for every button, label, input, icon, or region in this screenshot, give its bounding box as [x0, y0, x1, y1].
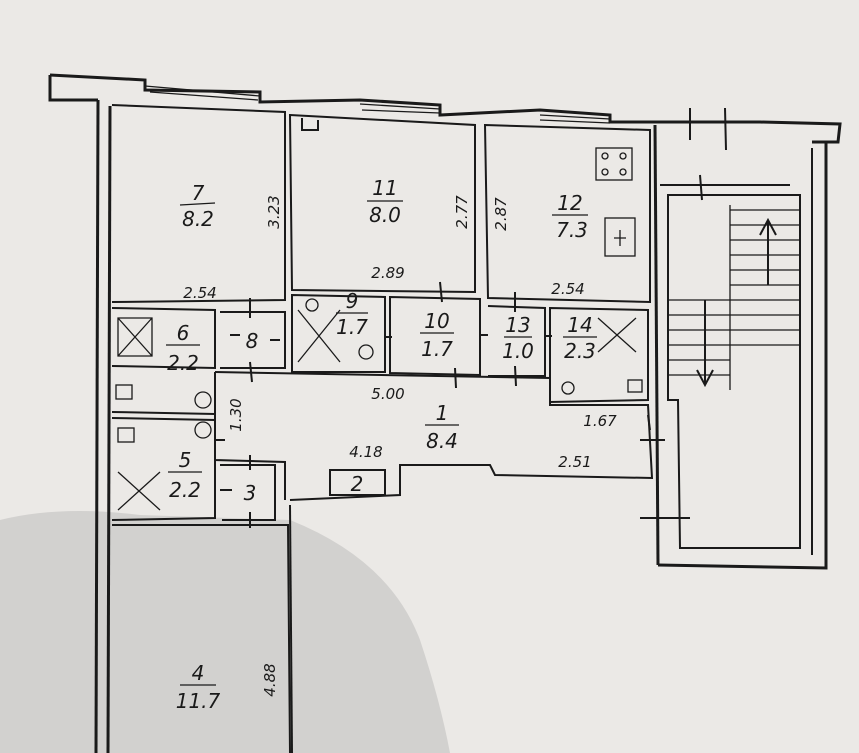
- paper-shadow: [0, 511, 450, 753]
- door-marks: [215, 107, 790, 528]
- room-label-14: 14 2.3: [563, 313, 597, 363]
- dimension-label: 2.54: [183, 284, 216, 302]
- dimension-label: 3.23: [265, 195, 283, 228]
- room-area: 8.4: [426, 429, 458, 453]
- room-label-10: 10 1.7: [420, 309, 454, 361]
- toilet-icon: [115, 384, 212, 443]
- dimension-label: 2.77: [453, 195, 471, 229]
- room-number: 4: [192, 661, 205, 685]
- room-number: 1: [436, 401, 449, 425]
- room-label-3: 3: [244, 481, 257, 505]
- shower-icon: [561, 317, 643, 395]
- room-label-5: 5 2.2: [168, 448, 202, 502]
- room-number: 9: [346, 289, 359, 313]
- room-label-9: 9 1.7: [336, 289, 368, 339]
- room-number: 10: [424, 309, 449, 333]
- dimension-label: 1.67: [583, 412, 617, 430]
- room-area: 11.7: [176, 689, 221, 713]
- room-label-6: 6 2.2: [166, 321, 200, 375]
- dimension-label: 5.00: [371, 385, 404, 403]
- dimension-label: 1.30: [227, 398, 245, 431]
- room-label-8: 8: [246, 329, 259, 353]
- staircase: [667, 194, 801, 549]
- room-area: 2.3: [564, 339, 596, 363]
- room-label-13: 13 1.0: [502, 313, 534, 363]
- dimension-label: 4.88: [261, 663, 279, 696]
- dimension-label: 2.87: [492, 197, 510, 231]
- room-number: 12: [557, 191, 582, 215]
- room-number: 11: [372, 176, 397, 200]
- room-number: 13: [505, 313, 530, 337]
- bathtub-icon: [297, 298, 374, 363]
- room-area: 2.2: [169, 478, 201, 502]
- sink-icon: [604, 217, 636, 257]
- room-area: 1.7: [336, 315, 368, 339]
- room-label-12: 12 7.3: [552, 191, 588, 242]
- room-number: 2: [351, 472, 364, 496]
- bathtub-icon: [117, 317, 153, 357]
- room-area: 8.0: [369, 203, 401, 227]
- room-area: 8.2: [182, 207, 214, 231]
- stove-icon: [595, 147, 633, 181]
- room-label-2: 2: [351, 472, 364, 496]
- room-area: 1.0: [502, 339, 534, 363]
- dimension-label: 2.54: [551, 280, 584, 298]
- room-area: 7.3: [556, 218, 588, 242]
- room-number: 14: [567, 313, 592, 337]
- room-number: 5: [179, 448, 192, 472]
- room-number: 3: [244, 481, 257, 505]
- room-number: 6: [177, 321, 190, 345]
- room-area: 1.7: [421, 337, 453, 361]
- room-label-1: 1 8.4: [425, 401, 459, 453]
- room-label-11: 11 8.0: [367, 176, 403, 227]
- dimension-label: 4.18: [349, 443, 382, 461]
- bathtub-icon: [117, 471, 161, 511]
- room-number: 8: [246, 329, 259, 353]
- room-label-7: 7 8.2: [179, 181, 216, 231]
- partitions: [111, 104, 654, 753]
- room-number: 7: [192, 181, 205, 205]
- dimension-label: 2.51: [558, 453, 591, 471]
- outer-walls: [48, 73, 842, 753]
- dimension-label: 2.89: [371, 264, 404, 282]
- room-label-4: 4 11.7: [176, 661, 221, 713]
- room-area: 2.2: [167, 351, 199, 375]
